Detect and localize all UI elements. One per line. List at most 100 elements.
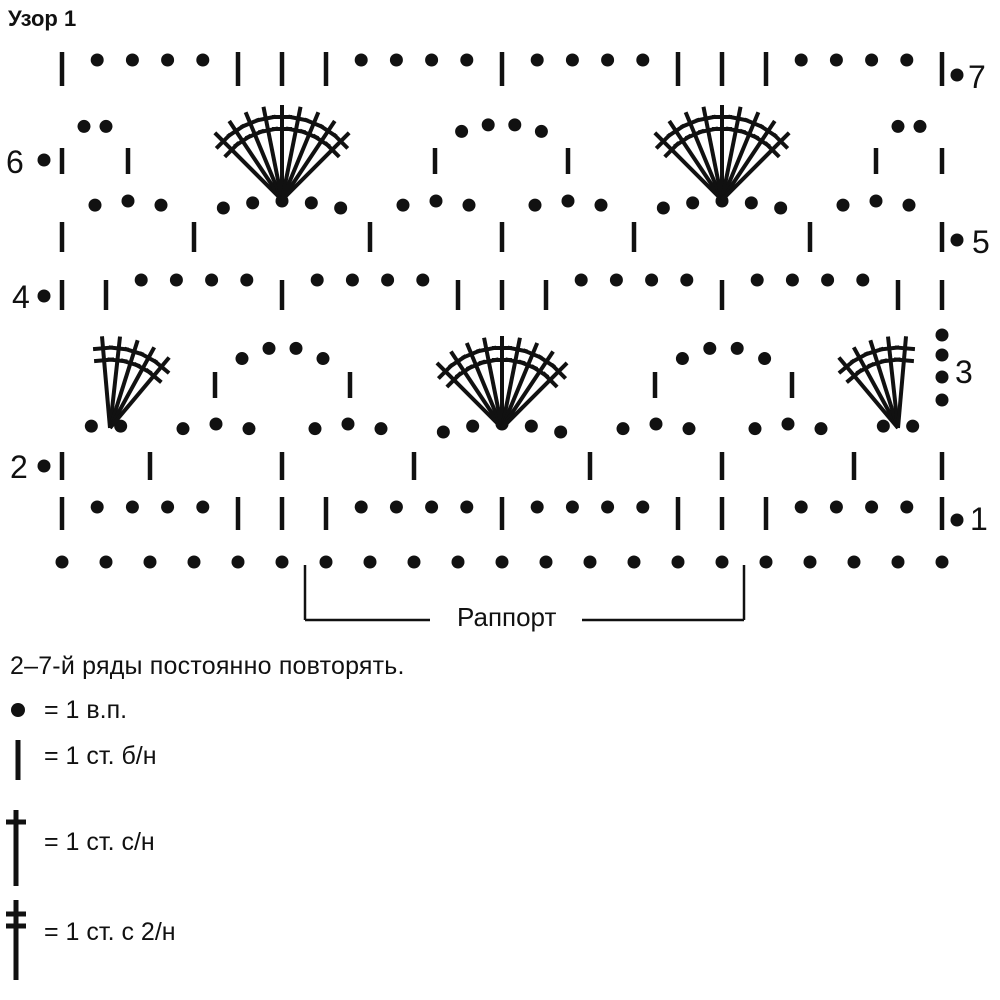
row-label-1: 1 bbox=[970, 501, 988, 537]
foundation-chain-stitch bbox=[847, 555, 861, 569]
chain-stitch bbox=[865, 500, 879, 514]
chain-stitch bbox=[99, 119, 113, 133]
row-marker-dot bbox=[950, 68, 964, 82]
chain-stitch bbox=[425, 500, 439, 514]
foundation-chain-stitch bbox=[99, 555, 113, 569]
treble-crochet-stitch bbox=[500, 337, 522, 429]
chain-stitch bbox=[524, 419, 538, 433]
chain-stitch bbox=[675, 352, 689, 366]
chain-stitch bbox=[785, 273, 799, 287]
treble-crochet-stitch bbox=[482, 337, 504, 429]
foundation-chain-stitch bbox=[319, 555, 333, 569]
foundation-chain-stitch bbox=[891, 555, 905, 569]
chain-stitch bbox=[601, 53, 615, 67]
chain-stitch bbox=[308, 422, 322, 436]
foundation-chain-stitch bbox=[451, 555, 465, 569]
chain-stitch bbox=[601, 500, 615, 514]
treble-crochet-stitch bbox=[837, 356, 900, 430]
chain-stitch bbox=[84, 419, 98, 433]
row-label-2: 2 bbox=[10, 449, 28, 485]
chain-stitch bbox=[90, 500, 104, 514]
row-marker-dot bbox=[950, 513, 964, 527]
treble-crochet-stitch bbox=[108, 336, 123, 429]
chain-stitch bbox=[354, 500, 368, 514]
chain-stitch bbox=[891, 119, 905, 133]
chain-stitch bbox=[389, 53, 403, 67]
chain-stitch bbox=[460, 500, 474, 514]
chain-stitch bbox=[429, 194, 443, 208]
row-3-edge-chain bbox=[935, 348, 949, 362]
foundation-chain-stitch bbox=[55, 555, 69, 569]
chain-stitch bbox=[196, 53, 210, 67]
chain-stitch bbox=[829, 53, 843, 67]
chain-stitch bbox=[829, 500, 843, 514]
double-crochet-symbol-icon bbox=[6, 810, 26, 886]
chain-stitch bbox=[462, 198, 476, 212]
crochet-chart: 7 6 5 4 3 2 1 Раппорт bbox=[6, 52, 990, 632]
treble-crochet-stitch bbox=[108, 339, 140, 429]
treble-crochet-symbol-icon bbox=[6, 900, 26, 980]
chain-stitch bbox=[90, 53, 104, 67]
chain-stitch bbox=[466, 419, 480, 433]
legend-chain-text: = 1 в.п. bbox=[44, 696, 128, 724]
treble-crochet-stitch bbox=[720, 111, 761, 201]
treble-crochet-stitch bbox=[464, 342, 504, 429]
chain-stitch bbox=[774, 201, 788, 215]
chain-stitch bbox=[389, 500, 403, 514]
chain-stitch bbox=[682, 422, 696, 436]
foundation-chain-stitch bbox=[231, 555, 245, 569]
treble-crochet-bar bbox=[144, 367, 163, 384]
treble-fan-right bbox=[837, 336, 916, 430]
chain-stitch bbox=[121, 194, 135, 208]
foundation-chain-stitch bbox=[187, 555, 201, 569]
chain-stitch bbox=[205, 273, 219, 287]
chain-stitch bbox=[913, 119, 927, 133]
treble-fan-row6-b bbox=[653, 105, 791, 202]
treble-crochet-stitch bbox=[449, 350, 504, 430]
chain-stitch bbox=[821, 273, 835, 287]
treble-crochet-bar bbox=[323, 141, 341, 159]
foundation-chain-stitch bbox=[759, 555, 773, 569]
chain-stitch bbox=[528, 198, 542, 212]
chain-stitch bbox=[381, 273, 395, 287]
treble-crochet-stitch bbox=[280, 111, 321, 201]
treble-crochet-stitch bbox=[500, 342, 540, 429]
chain-stitch bbox=[455, 124, 469, 138]
chain-stitch bbox=[481, 118, 495, 132]
treble-fan-center bbox=[435, 336, 569, 430]
chain-stitch bbox=[374, 422, 388, 436]
chain-stitch bbox=[636, 500, 650, 514]
chain-stitch bbox=[196, 500, 210, 514]
chain-stitch bbox=[262, 341, 276, 355]
treble-crochet-stitch bbox=[653, 131, 724, 202]
treble-crochet-stitch bbox=[500, 350, 555, 430]
legend-treble-crochet: = 1 ст. с 2/н bbox=[0, 898, 400, 982]
legend-double-crochet-text: = 1 ст. с/н bbox=[44, 828, 155, 856]
chain-symbol-icon bbox=[11, 703, 25, 717]
rapport-label: Раппорт bbox=[457, 602, 556, 632]
treble-crochet-stitch bbox=[261, 106, 284, 201]
treble-crochet-bar bbox=[541, 371, 559, 389]
row-marker-dot bbox=[37, 459, 51, 473]
chain-stitch bbox=[304, 196, 318, 210]
chain-stitch bbox=[354, 53, 368, 67]
treble-crochet-bar bbox=[894, 345, 916, 352]
chain-stitch bbox=[77, 119, 91, 133]
chain-stitch bbox=[744, 196, 758, 210]
foundation-chain-stitch bbox=[143, 555, 157, 569]
chain-stitch bbox=[310, 273, 324, 287]
chain-stitch bbox=[416, 273, 430, 287]
chain-stitch bbox=[554, 425, 568, 439]
treble-crochet-stitch bbox=[500, 361, 569, 430]
chain-stitch bbox=[460, 53, 474, 67]
chain-stitch bbox=[703, 341, 717, 355]
chain-stitch bbox=[656, 201, 670, 215]
chain-stitch bbox=[794, 500, 808, 514]
foundation-chain-stitch bbox=[671, 555, 685, 569]
chart-marks bbox=[37, 52, 964, 569]
chain-stitch bbox=[814, 422, 828, 436]
chain-stitch bbox=[616, 422, 630, 436]
chain-stitch bbox=[209, 417, 223, 431]
chain-stitch bbox=[242, 422, 256, 436]
legend-chain: = 1 в.п. bbox=[0, 692, 400, 732]
